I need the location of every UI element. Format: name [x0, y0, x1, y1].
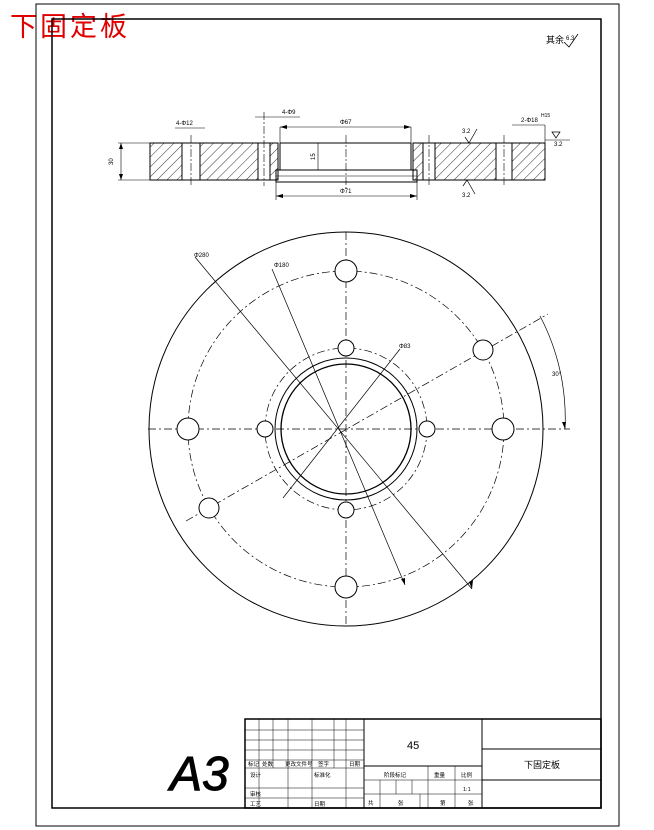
label-bolt-circle: Φ180	[274, 263, 289, 269]
title-block: 45 下固定板 标记 处数 更改文件号 签字 日期 设计 标准化 审核 工艺 日…	[244, 718, 602, 809]
roughness-value: 6.3	[566, 36, 575, 42]
tb-label-standard: 标准化	[314, 771, 331, 779]
label-depth-right: H15	[541, 113, 550, 119]
label-boss-diameter: Φ71	[340, 189, 352, 195]
pin-hole-upper-right	[472, 339, 494, 361]
small-hole-left	[256, 420, 274, 438]
label-step-depth: 15	[311, 153, 317, 160]
small-hole-right	[418, 420, 436, 438]
tb-label-sign: 签字	[318, 760, 330, 768]
tb-label-total: 共	[368, 799, 374, 807]
material-text: 45	[407, 740, 419, 752]
label-surface-left: 3.2	[462, 129, 471, 135]
small-hole-top	[337, 339, 355, 357]
tb-label-scale: 比例	[461, 771, 473, 779]
tb-label-weight: 重量	[434, 771, 446, 779]
label-outer-diameter: Φ280	[194, 253, 209, 259]
plan-view: Φ280 Φ180 Φ83 30°	[148, 231, 570, 627]
label-surface-right: 3.2	[554, 142, 563, 148]
label-holes-right: 2-Φ18	[521, 118, 538, 124]
tb-label-date: 日期	[349, 761, 361, 768]
pin-hole-lower-left	[198, 497, 220, 519]
tb-label-mark: 标记	[248, 760, 260, 768]
label-thickness: 30	[109, 158, 115, 165]
label-angle: 30°	[552, 372, 562, 378]
paper-size: A3	[167, 748, 229, 801]
tb-scale-value: 1:1	[463, 787, 471, 793]
tb-label-sheets: 张	[398, 799, 404, 807]
bolt-hole-bottom	[334, 575, 358, 599]
tb-label-process: 工艺	[250, 801, 262, 808]
tb-label-count: 处数	[262, 760, 274, 768]
label-holes-tiny: 4-Φ9	[282, 110, 296, 116]
label-holes-small: 4-Φ12	[176, 121, 193, 127]
tb-label-date2: 日期	[314, 801, 326, 808]
tb-label-change-doc: 更改文件号	[285, 760, 313, 768]
section-hatching	[150, 143, 545, 180]
part-name-text: 下固定板	[524, 759, 560, 770]
tb-label-stage: 阶段标记	[384, 771, 407, 779]
label-bore: Φ67	[340, 120, 352, 126]
roughness-note: 其余 6.3	[546, 33, 579, 48]
label-surface-bottom: 3.2	[462, 193, 471, 199]
label-inner-circle: Φ83	[399, 344, 411, 350]
tb-label-review: 审核	[250, 790, 262, 798]
bolt-hole-left	[176, 417, 200, 441]
tb-label-sheet-no: 第	[440, 799, 446, 807]
section-view: 4-Φ12 4-Φ9 Φ67 30 15 Φ71 3.2 3.2 2-Φ18 H…	[109, 110, 570, 200]
bolt-hole-right	[491, 417, 515, 441]
small-hole-bottom	[337, 501, 355, 519]
roughness-label: 其余	[546, 34, 564, 45]
drawing-frame	[35, 3, 620, 827]
tb-label-sheet: 张	[468, 799, 474, 807]
tb-label-design: 设计	[250, 771, 262, 779]
bolt-hole-top	[334, 259, 358, 283]
